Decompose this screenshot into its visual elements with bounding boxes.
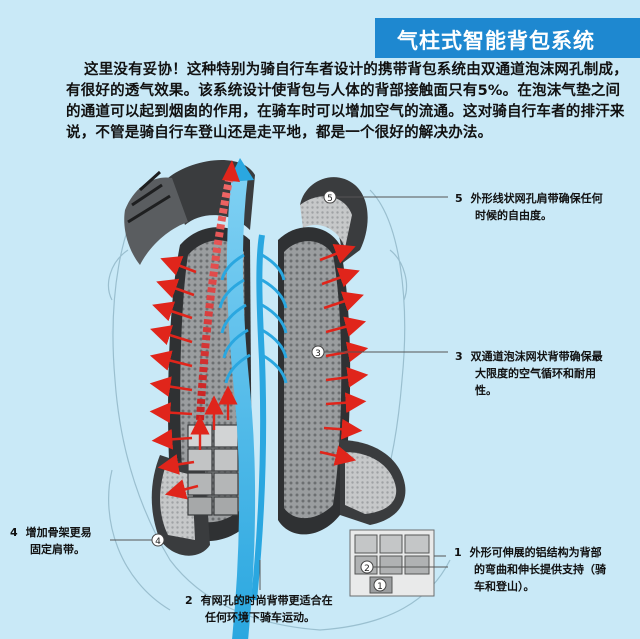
svg-text:3: 3 <box>315 349 321 359</box>
callout-text: 车和登山）。 <box>474 580 535 593</box>
marker-5: 5 <box>323 190 337 204</box>
callout-text: 时候的自由度。 <box>475 209 552 222</box>
callout-number: 4 <box>10 526 18 539</box>
foam-grid <box>187 424 239 516</box>
svg-text:1: 1 <box>377 582 383 592</box>
callout-number: 3 <box>455 350 463 363</box>
callout-text: 外形可伸展的铝结构为背部 <box>469 546 602 559</box>
marker-2: 2 <box>360 560 374 574</box>
red-arrows-right <box>319 244 369 466</box>
intro-paragraph: 这里没有妥协！这种特别为骑自行车者设计的携带背包系统由双通道泡沫网孔制成，有很好… <box>66 62 628 141</box>
header-bar: 气柱式智能背包系统 <box>375 18 640 58</box>
warm-airflow-left <box>196 160 240 421</box>
marker-4: 4 <box>151 533 165 547</box>
callout-3: 3 双通道泡沫网状背带确保最 大限度的空气循环和耐用 性。 <box>455 348 635 399</box>
callout-4: 4 增加骨架更易 固定肩带。 <box>10 524 120 558</box>
callout-text: 外形线状网孔肩带确保任何 <box>470 192 603 205</box>
callout-1: 1 外形可伸展的铝结构为背部 的弯曲和伸长提供支持（骑 车和登山）。 <box>454 544 638 595</box>
red-arrows-left <box>149 256 199 500</box>
back-panel-right <box>278 227 351 535</box>
callout-number: 5 <box>455 192 463 205</box>
callout-text: 性。 <box>475 384 497 397</box>
callout-number: 1 <box>454 546 462 559</box>
callout-text: 固定肩带。 <box>30 543 85 556</box>
callout-2: 2 有网孔的时尚背带更适合在 任何环境下骑车运动。 <box>185 592 360 626</box>
shoulder-straps <box>124 160 368 265</box>
callout-text: 增加骨架更易 <box>25 526 92 539</box>
callout-text: 任何环境下骑车运动。 <box>205 611 315 624</box>
callout-text: 有网孔的时尚背带更适合在 <box>200 594 333 607</box>
callout-number: 2 <box>185 594 193 607</box>
callout-text: 的弯曲和伸长提供支持（骑 <box>474 563 606 576</box>
svg-text:5: 5 <box>327 194 333 204</box>
svg-text:4: 4 <box>155 537 161 547</box>
page-title: 气柱式智能背包系统 <box>397 29 595 53</box>
marker-1: 1 <box>373 578 387 592</box>
leader-lines <box>110 196 448 590</box>
red-arrows-up <box>190 385 238 450</box>
callout-text: 大限度的空气循环和耐用 <box>475 367 596 380</box>
callout-text: 双通道泡沫网状背带确保最 <box>470 350 603 363</box>
svg-text:2: 2 <box>364 564 370 574</box>
cool-branches <box>218 253 288 384</box>
marker-3: 3 <box>311 345 325 359</box>
callout-5: 5 外形线状网孔肩带确保任何 时候的自由度。 <box>455 190 635 224</box>
